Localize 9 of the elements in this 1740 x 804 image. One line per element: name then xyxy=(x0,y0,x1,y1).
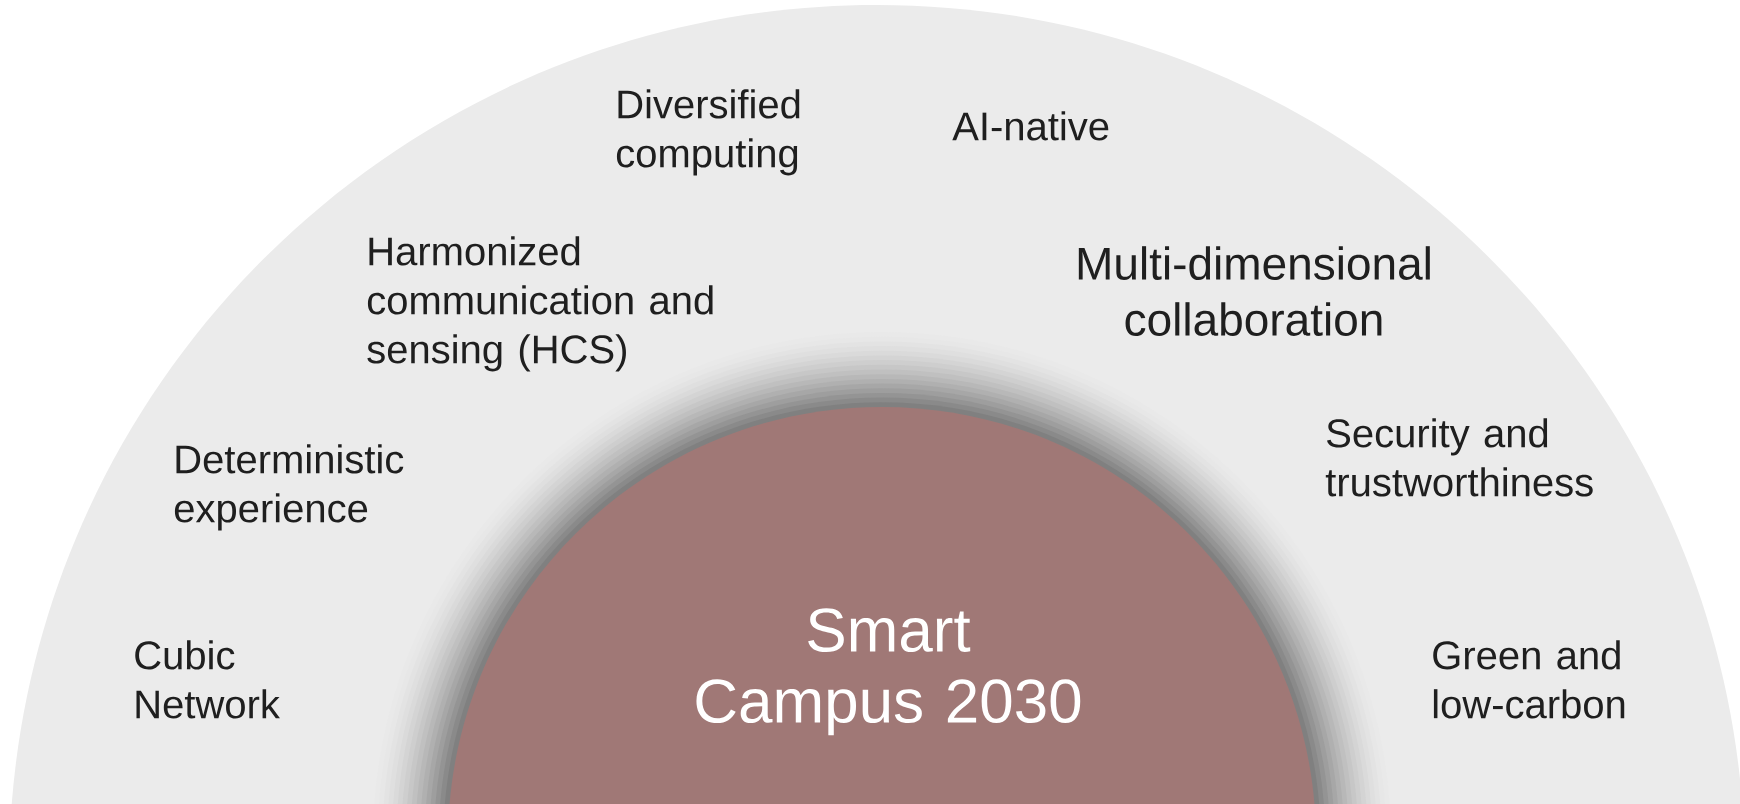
feature-label: Cubic Network xyxy=(135,640,280,719)
feature-label: Deterministic experience xyxy=(174,444,404,531)
feature-label: Green and low-carbon xyxy=(1433,640,1625,719)
feature-label: Multi-dimensional collaboration xyxy=(1078,246,1430,336)
feature-label: Security and trustworthiness xyxy=(1325,418,1593,497)
feature-label: Diversified computing xyxy=(616,89,800,176)
feature-label: AI-native xyxy=(952,111,1109,141)
center-title: Smart Campus 2030 xyxy=(696,608,1081,736)
feature-label: Harmonized communication and sensing (HCS) xyxy=(367,236,713,372)
